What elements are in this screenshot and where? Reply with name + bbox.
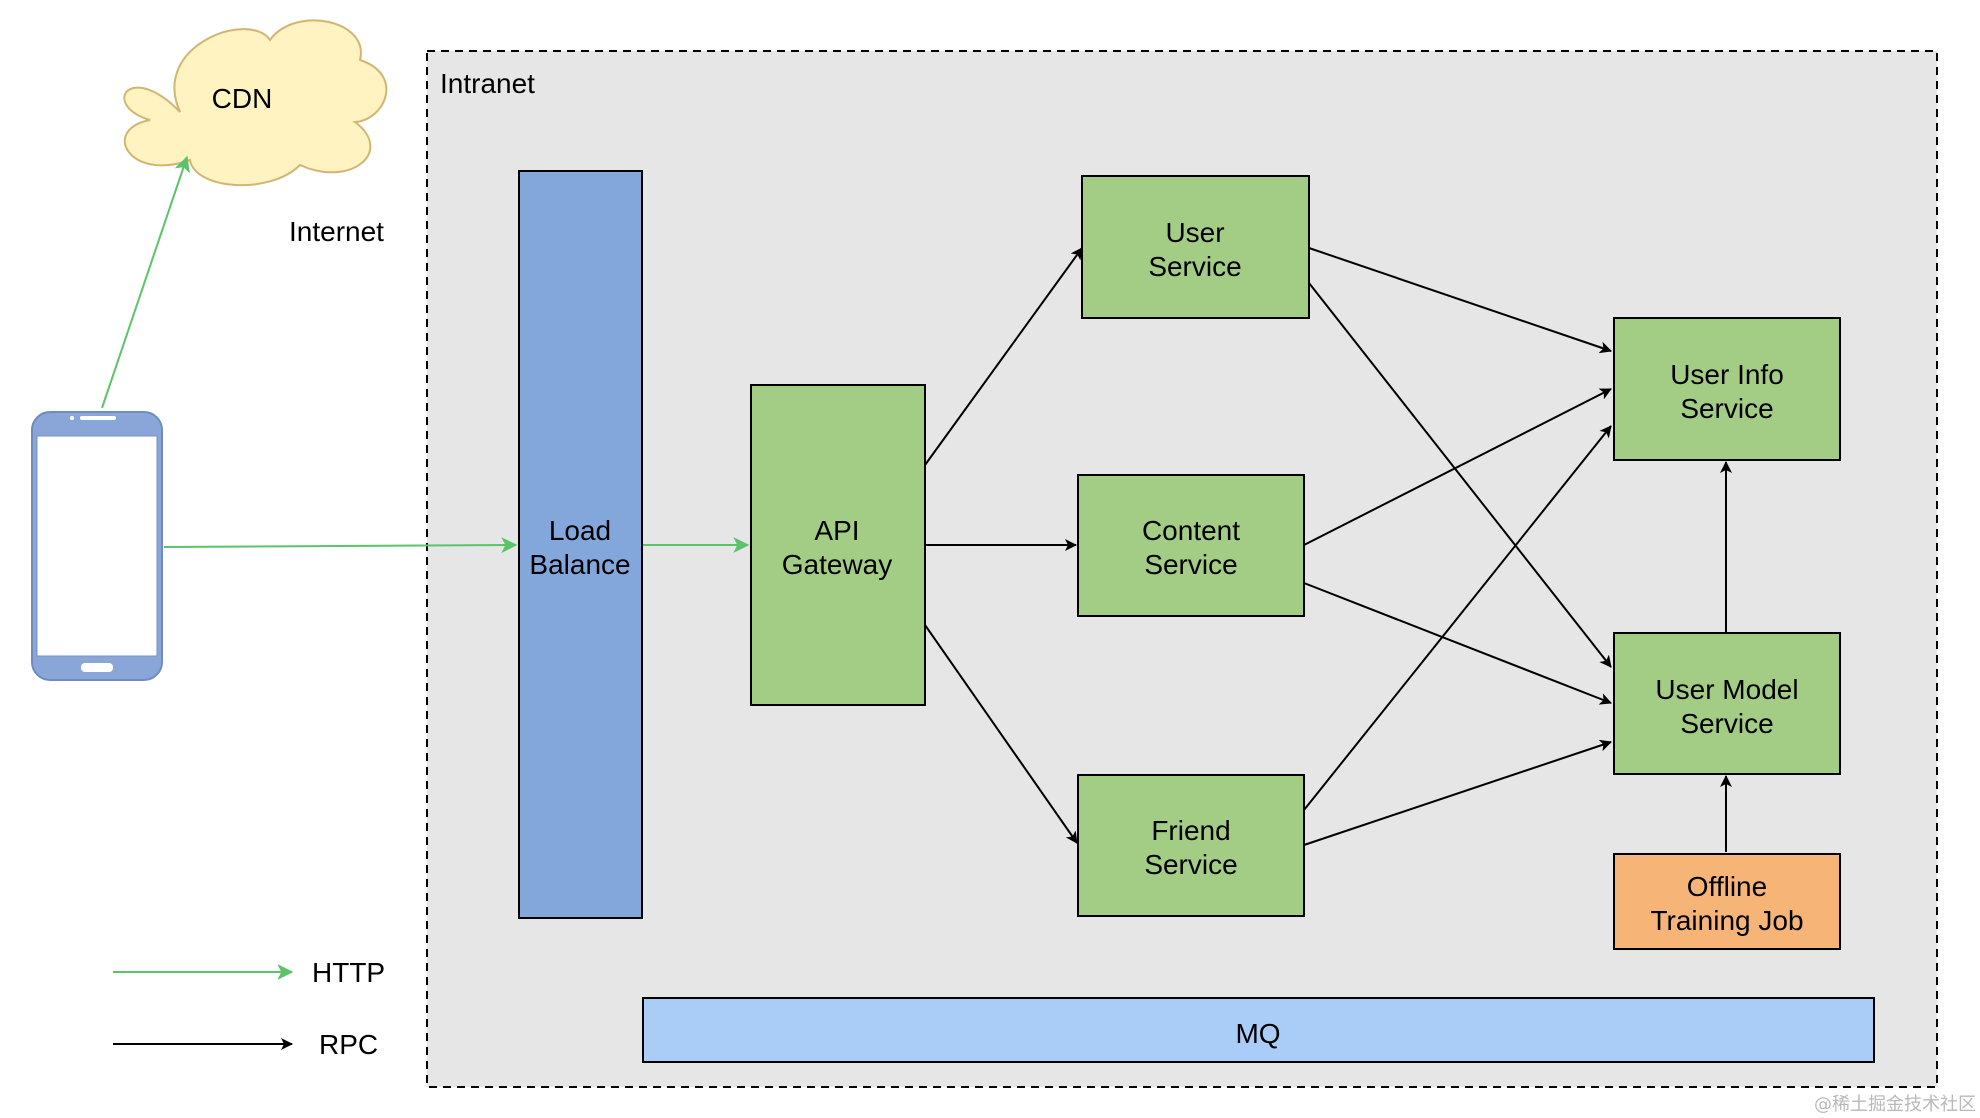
api-gateway-label-line2: Gateway: [782, 549, 893, 580]
offline-training-job-label-line1: Offline: [1687, 871, 1767, 902]
edge-user-service-to-user-model-service: [1308, 282, 1612, 668]
content-service-node: [1077, 474, 1305, 617]
intranet-label: Intranet: [440, 68, 535, 99]
mq-bar: [642, 997, 1875, 1063]
mq-label: MQ: [1235, 1018, 1280, 1049]
user-service-node: [1081, 175, 1310, 319]
cdn-cloud-icon: [123, 19, 388, 187]
rpc-edges: [924, 247, 1732, 852]
friend-service-node: [1077, 774, 1305, 917]
user-model-service-label-line2: Service: [1680, 708, 1773, 739]
smartphone-icon: [31, 411, 163, 681]
user-model-service-node: [1613, 632, 1841, 775]
offline-training-job-label-line2: Training Job: [1650, 905, 1803, 936]
user-info-service-node: [1613, 317, 1841, 461]
edge-user-service-to-user-info-service: [1308, 247, 1612, 354]
watermark: @稀土掘金技术社区: [1814, 1094, 1976, 1115]
edge-friend-service-to-user-info-service: [1303, 425, 1612, 811]
user-service-label-line1: User: [1165, 217, 1224, 248]
edge-content-service-to-user-model-service: [1303, 582, 1612, 705]
offline-training-job-node: [1613, 853, 1841, 950]
legend-rpc-label: RPC: [319, 1029, 378, 1060]
edge-api-gateway-to-friend-service: [924, 624, 1078, 844]
api-gateway-label-line1: API: [814, 515, 859, 546]
user-service-label-line2: Service: [1148, 251, 1241, 282]
edge-client-to-load-balance: [163, 537, 518, 554]
content-service-label-line1: Content: [1142, 515, 1240, 546]
load-balance-node: [518, 170, 643, 919]
user-info-service-label-line2: Service: [1680, 393, 1773, 424]
load-balance-label-line2: Balance: [529, 549, 630, 580]
legend: HTTP RPC: [113, 957, 385, 1060]
cdn-label: CDN: [212, 83, 273, 114]
edge-api-gateway-to-user-service: [924, 247, 1083, 466]
api-gateway-node: [750, 384, 926, 706]
content-service-label-line2: Service: [1144, 549, 1237, 580]
load-balance-label-line1: Load: [549, 515, 611, 546]
user-info-service-label-line1: User Info: [1670, 359, 1784, 390]
edge-friend-service-to-user-model-service: [1303, 739, 1612, 846]
user-model-service-label-line1: User Model: [1655, 674, 1798, 705]
edge-content-service-to-user-info-service: [1303, 388, 1612, 546]
legend-http-label: HTTP: [312, 957, 385, 988]
edge-client-to-cdn: [101, 155, 190, 409]
internet-label: Internet: [289, 216, 384, 247]
friend-service-label-line2: Service: [1144, 849, 1237, 880]
friend-service-label-line1: Friend: [1151, 815, 1230, 846]
